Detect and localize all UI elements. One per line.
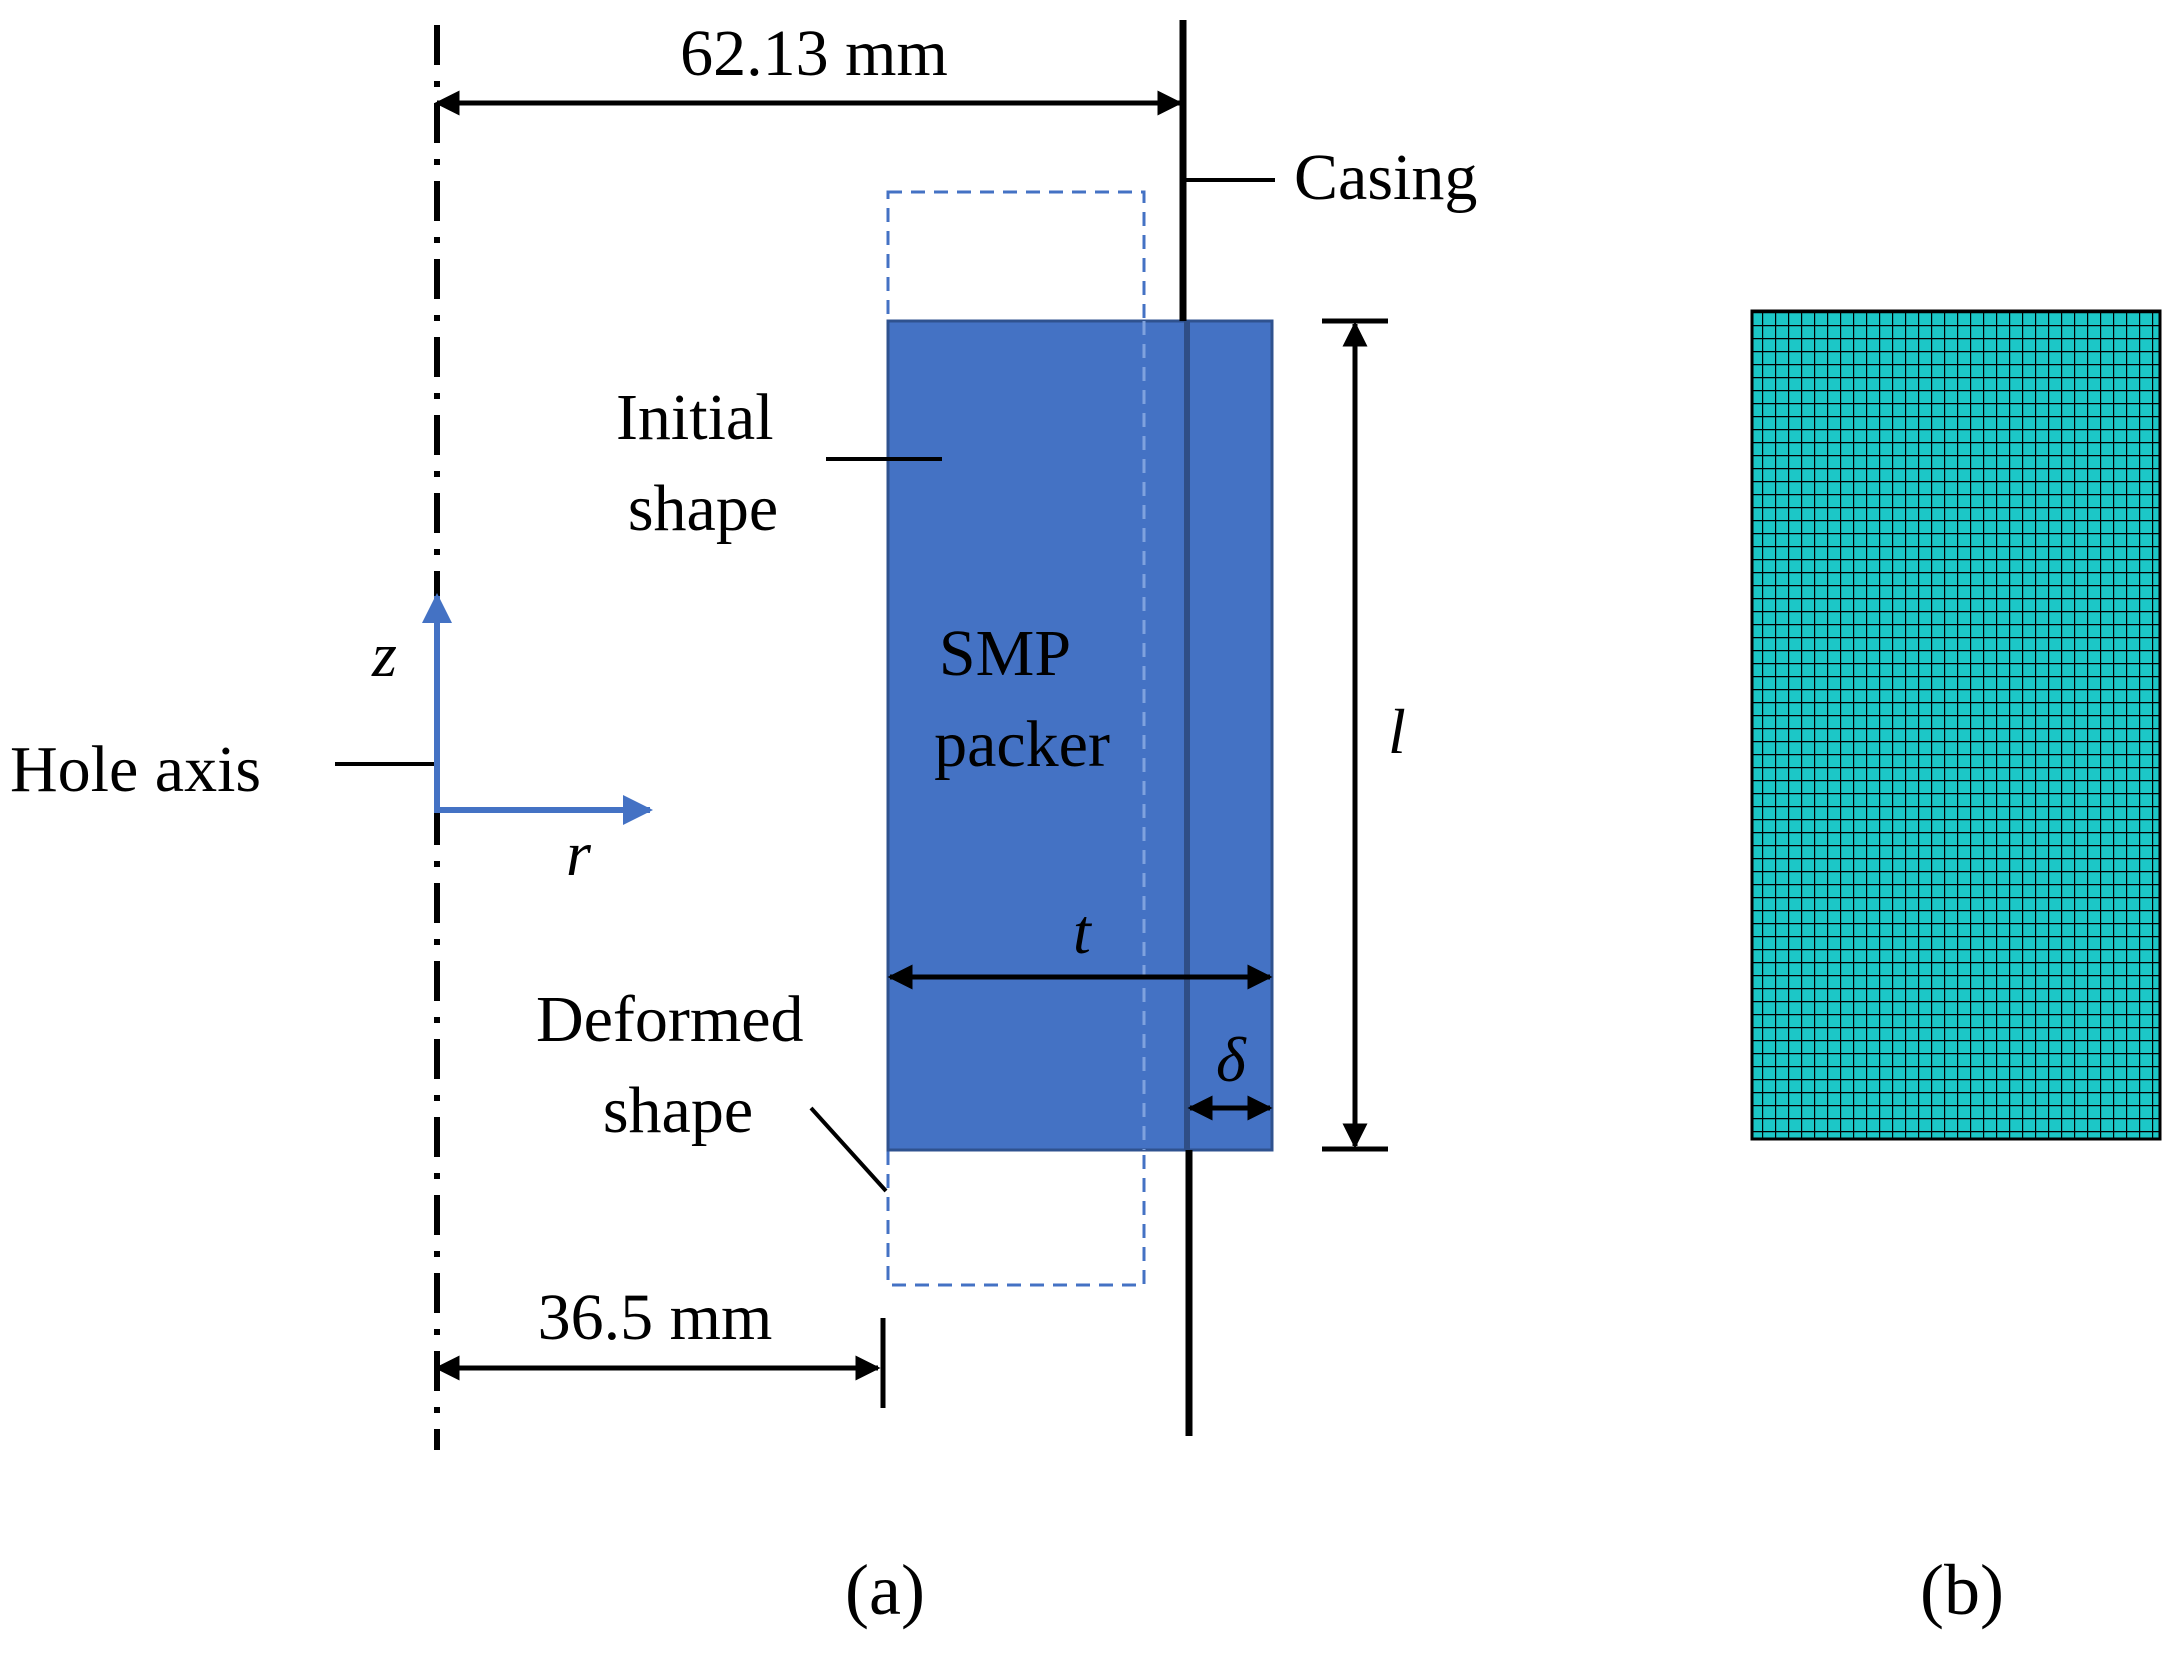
- deformed-shape-leader: [809, 1106, 888, 1193]
- caption-b: (b): [1920, 1550, 2004, 1630]
- deformed-shape-line-1: Deformed: [536, 983, 804, 1056]
- z-axis-label: z: [371, 619, 397, 690]
- delta-label: δ: [1216, 1024, 1247, 1095]
- l-label: l: [1388, 696, 1406, 767]
- initial-shape-label: Initial shape: [616, 381, 790, 545]
- deformed-shape-label: Deformed shape: [536, 983, 820, 1147]
- dim-bottom-label: 36.5 mm: [538, 1281, 773, 1354]
- t-label: t: [1073, 896, 1093, 967]
- smp-packer-line-1: SMP: [939, 617, 1069, 690]
- smp-packer-line-2: packer: [934, 708, 1110, 781]
- hole-axis-label: Hole axis: [10, 733, 261, 806]
- smp-packer-label: SMP packer: [934, 617, 1110, 781]
- deformed-shape-line-2: shape: [603, 1074, 753, 1147]
- initial-shape-line-2: shape: [628, 472, 778, 545]
- casing-label: Casing: [1294, 141, 1477, 214]
- caption-a: (a): [845, 1550, 925, 1630]
- smp-packer-rect: [886, 319, 1274, 1152]
- initial-shape-line-1: Initial: [616, 381, 774, 454]
- dim-top-label: 62.13 mm: [680, 17, 948, 90]
- r-axis-label: r: [566, 818, 592, 889]
- mesh-grid: [1750, 309, 2162, 1141]
